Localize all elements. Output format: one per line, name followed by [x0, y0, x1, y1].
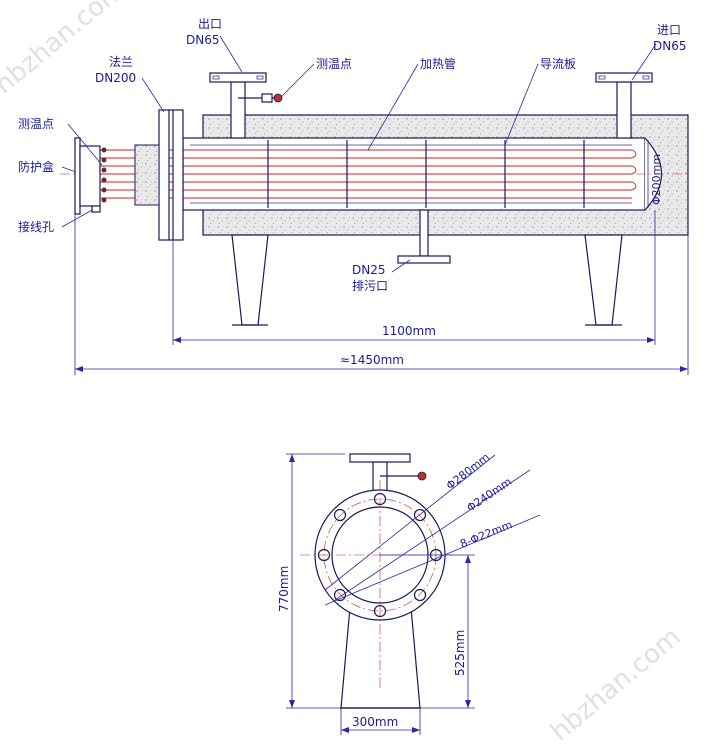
dim-dia-280: Φ280mm	[444, 451, 492, 493]
flange-label: 法兰	[109, 55, 133, 69]
wiring-hole	[91, 205, 101, 213]
watermark-left: hbzhan.com	[0, 0, 131, 100]
drain-label: 排污口	[352, 279, 388, 293]
flange-right-plate	[172, 109, 184, 241]
temp-point-top-label: 测温点	[316, 57, 352, 71]
outlet-pipe	[209, 72, 267, 139]
flange-left-plate	[158, 109, 170, 241]
drain-dn-label: DN25	[352, 263, 386, 277]
side-view: Φ200mm 出口 DN65 法兰 DN200 测温点 加热管 导流板 进口 D…	[18, 17, 690, 375]
temp-probe-top	[238, 93, 283, 103]
dim-300: 300mm	[352, 715, 398, 729]
heating-tube-label: 加热管	[420, 56, 456, 71]
drain-pipe	[397, 209, 451, 264]
protect-box-label: 防护盒	[18, 159, 54, 174]
dim-1450: ≈1450mm	[340, 353, 404, 367]
outlet-dn-label: DN65	[186, 33, 220, 47]
inlet-pipe	[595, 72, 653, 139]
end-view: Φ280mm Φ240mm 8-Φ22mm 770mm 525mm 300mm	[277, 451, 541, 735]
watermark-right: hbzhan.com	[545, 622, 686, 747]
outlet-label: 出口	[198, 17, 222, 31]
heating-tubes	[100, 144, 637, 204]
flange-insulation	[134, 144, 160, 206]
dim-1100: 1100mm	[382, 324, 436, 338]
dia-200-label: Φ200mm	[650, 154, 663, 205]
wiring-hole-label: 接线孔	[18, 219, 54, 234]
dim-dia-240: Φ240mm	[464, 475, 514, 514]
temp-point-left-label: 测温点	[18, 117, 54, 131]
terminal-posts	[101, 147, 107, 203]
flange-dn-label: DN200	[95, 71, 136, 85]
support-leg-right	[584, 234, 623, 326]
dim-holes: 8-Φ22mm	[458, 518, 514, 551]
protect-box	[74, 137, 81, 215]
dim-770: 770mm	[277, 566, 291, 612]
dim-525: 525mm	[453, 630, 467, 676]
inlet-dn-label: DN65	[653, 39, 687, 53]
support-leg-left	[231, 234, 269, 326]
inlet-label: 进口	[657, 23, 681, 37]
baffle-label: 导流板	[540, 57, 576, 71]
